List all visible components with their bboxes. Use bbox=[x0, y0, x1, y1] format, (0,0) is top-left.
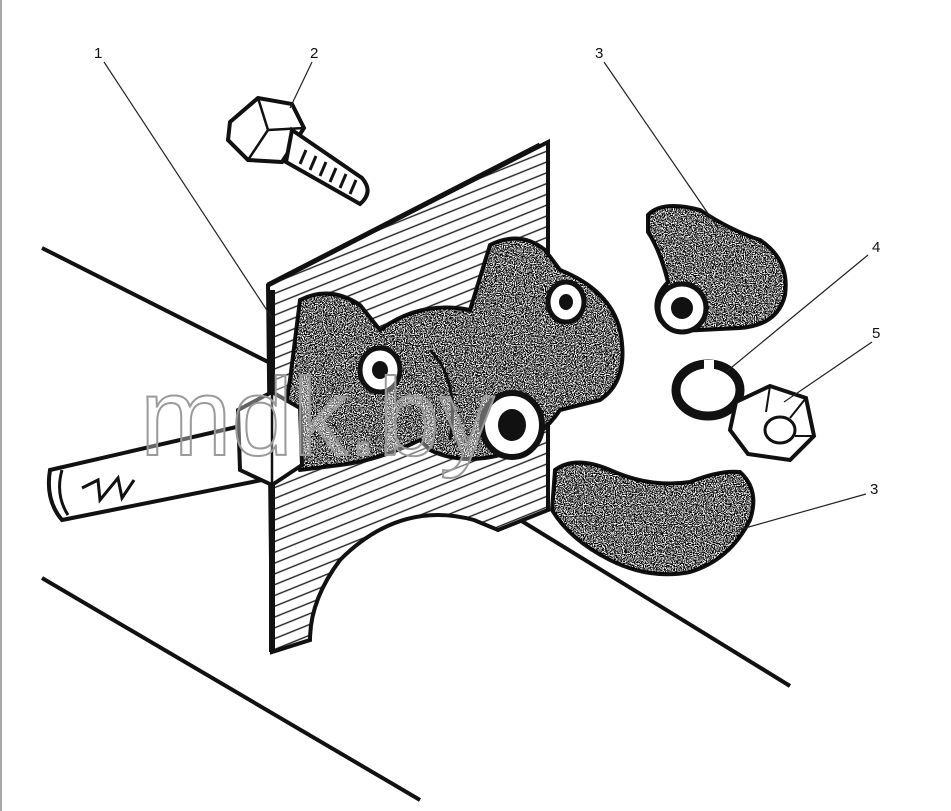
valve-body bbox=[284, 236, 625, 473]
rail-lines bbox=[40, 246, 792, 802]
callout-3-lower: 3 bbox=[870, 481, 878, 498]
elbow-fitting-lower bbox=[549, 460, 756, 577]
callout-2: 2 bbox=[310, 45, 318, 62]
hex-nut bbox=[727, 383, 817, 463]
shaft-nut bbox=[235, 389, 305, 488]
callout-5: 5 bbox=[872, 325, 880, 342]
watermark-text: mdk.by bbox=[140, 356, 495, 479]
callout-4: 4 bbox=[872, 239, 880, 256]
elbow-fitting-upper bbox=[646, 204, 788, 335]
callout-1: 1 bbox=[94, 45, 102, 62]
leader-lines bbox=[103, 61, 873, 531]
spring-washer bbox=[671, 359, 745, 421]
shaft bbox=[46, 422, 265, 523]
callout-3-upper: 3 bbox=[595, 45, 603, 62]
bolt bbox=[225, 95, 370, 207]
